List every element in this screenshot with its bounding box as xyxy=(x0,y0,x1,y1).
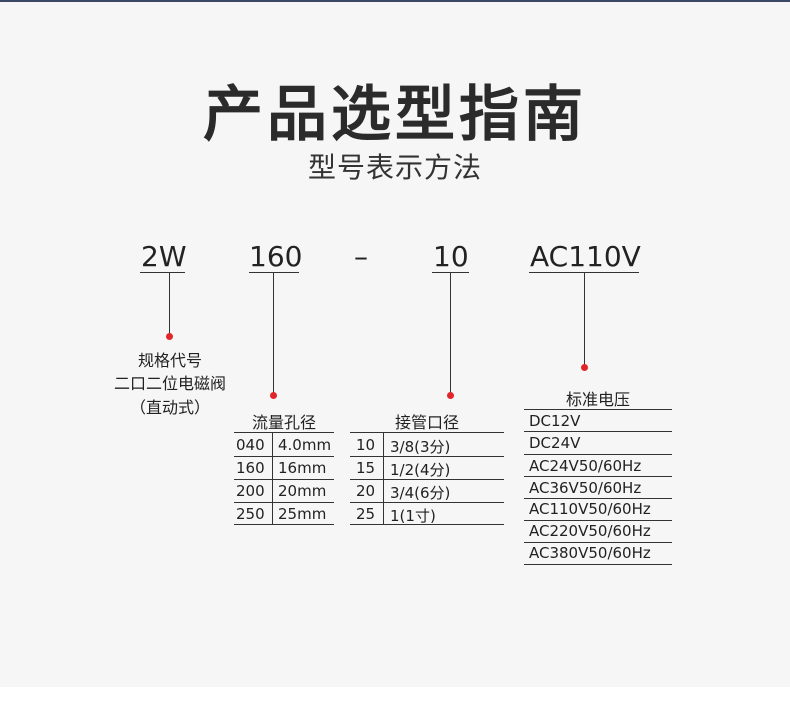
flow-row-code: 160 xyxy=(236,459,265,477)
leader-line-series xyxy=(169,272,170,336)
model-code-voltage: AC110V xyxy=(530,240,641,273)
leader-line-pipe xyxy=(450,272,451,394)
pipe-table-divider xyxy=(350,456,504,457)
model-code-dash: – xyxy=(354,240,368,273)
pipe-table-header: 接管口径 xyxy=(394,413,459,432)
pipe-row-code: 10 xyxy=(356,436,376,454)
model-code-flow: 160 xyxy=(249,240,303,273)
spec-label-line1: 规格代号 xyxy=(137,351,202,370)
flow-row-value: 4.0mm xyxy=(278,436,332,454)
pipe-row-code: 15 xyxy=(356,459,376,477)
voltage-row: AC36V50/60Hz xyxy=(529,479,642,497)
voltage-table-divider xyxy=(524,520,672,521)
pipe-row-value: 3/8(3分) xyxy=(390,438,451,456)
voltage-row: DC12V xyxy=(529,412,581,430)
voltage-row: AC220V50/60Hz xyxy=(529,522,651,540)
pipe-table-divider xyxy=(350,502,504,503)
underline-series xyxy=(140,272,185,273)
voltage-table-divider xyxy=(524,476,672,477)
leader-line-flow xyxy=(273,272,274,394)
pipe-table-column-divider xyxy=(383,432,384,524)
content-panel xyxy=(0,2,790,687)
voltage-table-divider xyxy=(524,564,672,565)
voltage-row: AC110V50/60Hz xyxy=(529,500,651,518)
voltage-table-header: 标准电压 xyxy=(565,390,630,409)
voltage-row: DC24V xyxy=(529,434,581,452)
spec-label-line3: （直动式） xyxy=(129,398,210,417)
marker-dot-series xyxy=(166,333,173,340)
voltage-table-divider xyxy=(524,431,672,432)
flow-table-header: 流量孔径 xyxy=(251,413,316,432)
marker-dot-flow xyxy=(270,392,277,399)
page-subtitle: 型号表示方法 xyxy=(307,151,482,184)
underline-flow xyxy=(249,272,299,273)
pipe-row-code: 25 xyxy=(356,505,376,523)
voltage-table-divider xyxy=(524,409,672,410)
spec-label-line2: 二口二位电磁阀 xyxy=(113,374,226,393)
model-code-pipe: 10 xyxy=(433,240,469,273)
flow-table-divider xyxy=(234,479,334,480)
marker-dot-voltage xyxy=(581,364,588,371)
pipe-table-divider xyxy=(350,524,504,525)
flow-row-code: 200 xyxy=(236,482,265,500)
page-title: 产品选型指南 xyxy=(203,80,587,150)
flow-row-value: 25mm xyxy=(278,505,327,523)
pipe-row-code: 20 xyxy=(356,482,376,500)
flow-table-divider xyxy=(234,456,334,457)
flow-row-code: 250 xyxy=(236,505,265,523)
voltage-row: AC380V50/60Hz xyxy=(529,544,651,562)
pipe-table-divider xyxy=(350,479,504,480)
voltage-table-divider xyxy=(524,498,672,499)
flow-table-divider xyxy=(234,502,334,503)
flow-row-value: 20mm xyxy=(278,482,327,500)
flow-row-code: 040 xyxy=(236,436,265,454)
model-code-series: 2W xyxy=(141,240,187,273)
pipe-row-value: 3/4(6分) xyxy=(390,484,451,502)
top-border-line xyxy=(0,0,790,2)
flow-table-divider xyxy=(234,524,334,525)
leader-line-voltage xyxy=(584,272,585,366)
pipe-table-divider xyxy=(350,432,504,433)
voltage-table-divider xyxy=(524,454,672,455)
marker-dot-pipe xyxy=(447,392,454,399)
flow-table-divider xyxy=(234,432,334,433)
flow-row-value: 16mm xyxy=(278,459,327,477)
voltage-row: AC24V50/60Hz xyxy=(529,457,642,475)
pipe-row-value: 1/2(4分) xyxy=(390,461,451,479)
pipe-row-value: 1(1寸) xyxy=(390,507,436,525)
flow-table-column-divider xyxy=(272,432,273,524)
voltage-table-divider xyxy=(524,542,672,543)
